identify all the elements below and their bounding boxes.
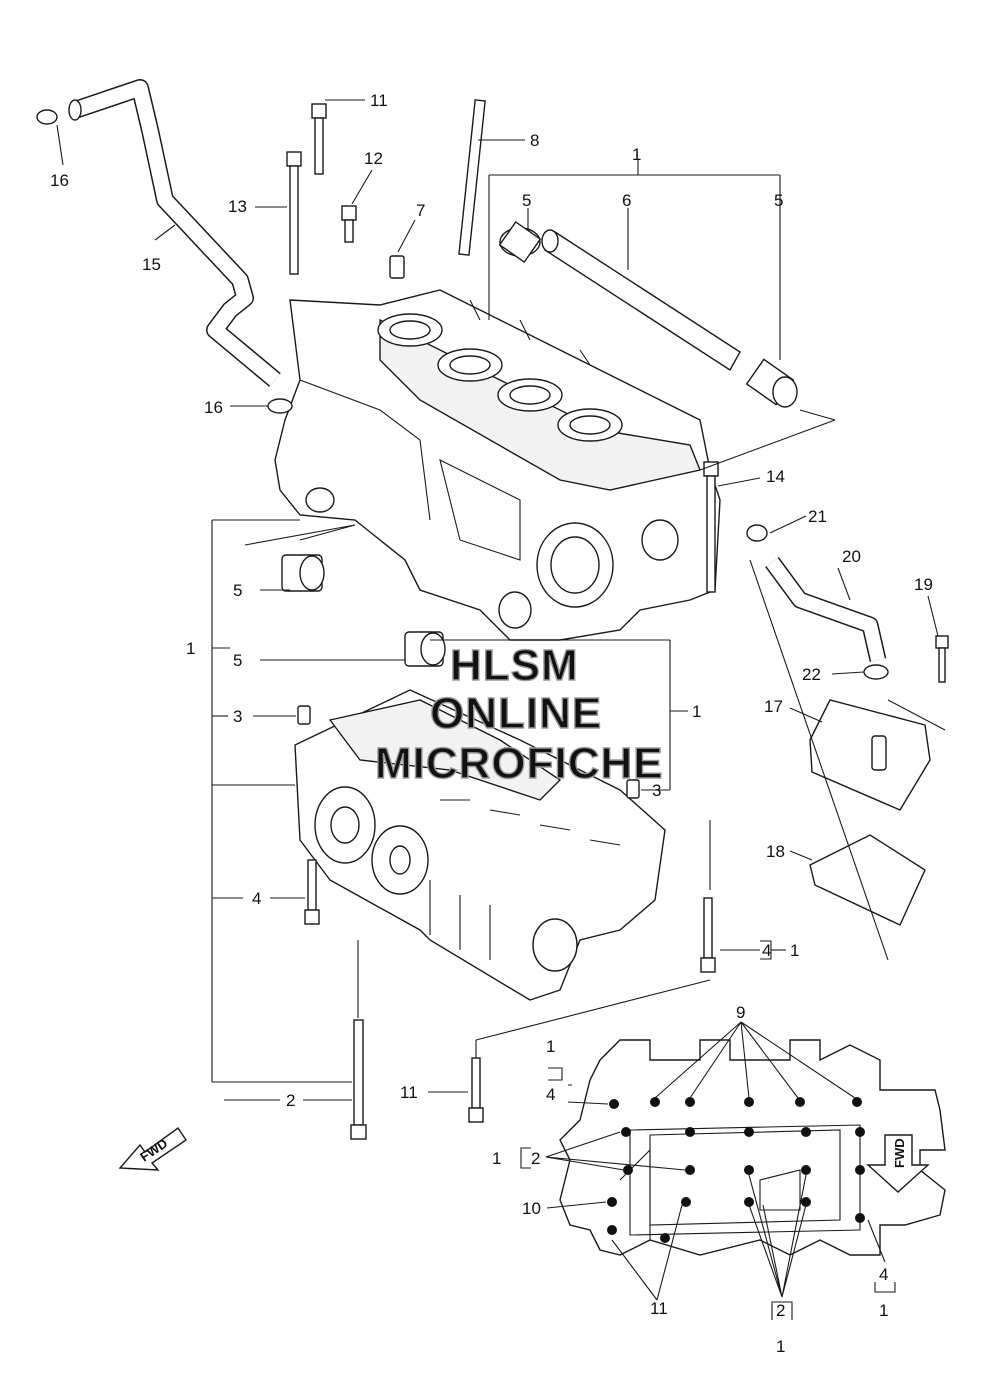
callout-10: 10 [522,1199,541,1218]
lower-crankcase [294,689,666,1001]
callout-8: 8 [530,131,539,150]
watermark-line-1: HLSM [450,641,579,690]
bushing-5-mid [281,554,325,592]
callout-5-right: 5 [774,191,783,210]
bushing-5-top-right [745,358,798,408]
callout-3-left: 3 [233,707,242,726]
bolt-4-left [304,859,320,925]
callout-5-b: 5 [233,651,242,670]
callout-20: 20 [842,547,861,566]
bolt-11-bottom [468,1057,484,1123]
callout-1-plan-left: 1 [492,1149,501,1168]
bolt-4-right [700,897,716,973]
callout-2-bottom: 2 [286,1091,295,1110]
fwd-arrow-right: FWD [892,1138,907,1168]
callout-2-plan-bottom: 2 [776,1301,785,1320]
callout-1-4right: 1 [790,941,799,960]
callout-11-bottom: 11 [400,1083,418,1102]
callout-22: 22 [802,665,821,684]
gasket-18 [809,834,926,926]
callout-1-plan-bottom: 1 [776,1337,785,1356]
callout-11-plan: 11 [650,1299,668,1318]
dowel-3-left [297,705,311,725]
bolt-14 [703,461,719,593]
fwd-label-right: FWD [892,1138,907,1168]
callout-6: 6 [622,191,631,210]
callout-16-top: 16 [50,171,69,190]
clamp-21 [746,524,768,542]
bolt-11-top [311,103,327,175]
callout-11-top: 11 [370,91,388,110]
bolt-12 [341,205,357,243]
callout-13: 13 [228,197,247,216]
bolt-19 [935,635,949,683]
callout-19: 19 [914,575,933,594]
callout-5-a: 5 [233,581,242,600]
callout-1-plan-top: 1 [546,1037,555,1056]
callout-9: 9 [736,1003,745,1022]
callout-16-mid: 16 [204,398,223,417]
bolt-13 [286,151,302,275]
fwd-arrow-left: FWD [118,1127,187,1171]
dowel-7 [389,255,405,279]
callout-21: 21 [808,507,827,526]
callout-1-top: 1 [632,145,641,164]
watermark-line-3: MICROFICHE [375,739,664,788]
clamp-22 [863,664,889,680]
dowel-3-right [626,779,640,799]
callout-17: 17 [764,697,783,716]
watermark-line-2: ONLINE [430,689,602,738]
callout-5-left: 5 [522,191,531,210]
bolt-pattern-plan-view [520,1021,946,1320]
callout-4-left: 4 [252,889,261,908]
callout-14: 14 [766,467,785,486]
callout-18: 18 [766,842,785,861]
callout-4-plan-top: 4 [546,1085,555,1104]
bolt-2 [350,1019,367,1140]
hose-15 [68,79,281,387]
bushing-5-top-left [498,220,542,264]
callout-2-plan-left: 2 [531,1149,540,1168]
bushing-5-low [404,631,446,667]
callout-4-plan-right: 4 [879,1265,888,1284]
callout-12: 12 [364,149,383,168]
clamp-16-mid [267,398,293,414]
callout-1-right: 1 [692,702,701,721]
callout-7: 7 [416,201,425,220]
callout-labels: 1 5 6 5 11 8 12 13 7 16 15 16 14 21 20 1… [50,91,933,1356]
callout-3-right: 3 [652,781,661,800]
callout-1-plan-right: 1 [879,1301,888,1320]
leader-lines [56,99,946,1101]
stud-8 [458,99,486,256]
upper-crankcase [274,289,721,641]
watermark: HLSM ONLINE MICROFICHE [374,640,664,788]
callout-4-right: 4 [762,941,771,960]
callout-1-left: 1 [186,639,195,658]
clamp-16-top [36,109,58,125]
cover-17 [809,699,931,811]
pipe-6 [541,229,741,371]
callout-15: 15 [142,255,161,274]
hose-20 [765,556,887,662]
